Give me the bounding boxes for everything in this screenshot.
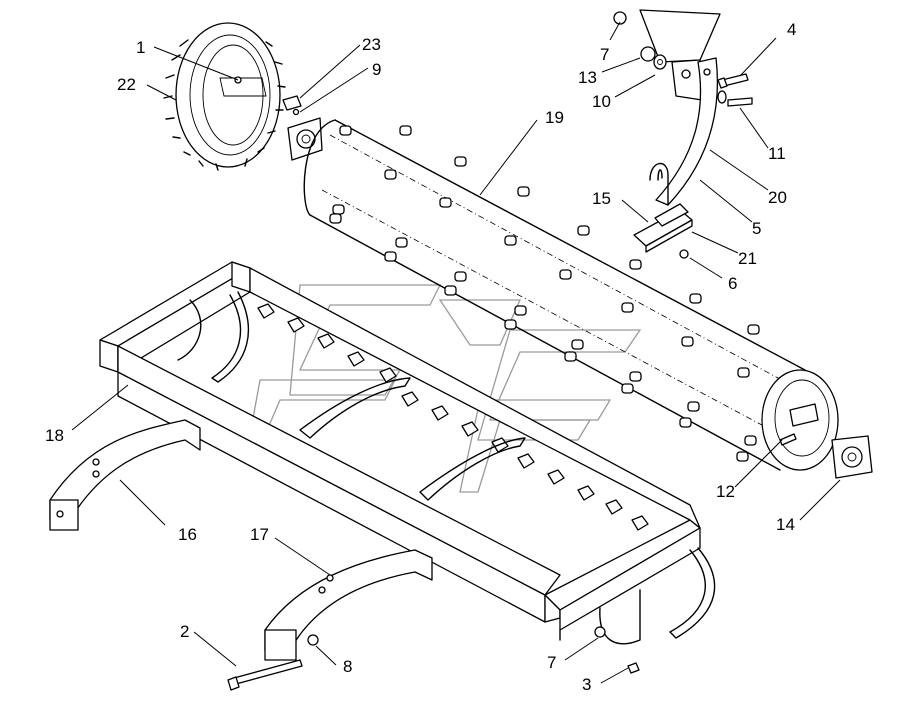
callout-22: 22 [117,75,136,94]
callout-9: 9 [372,60,381,79]
washer-10 [653,54,667,70]
callout-17: 17 [250,525,269,544]
callout-12: 12 [716,482,735,501]
callout-14: 14 [776,515,795,534]
callout-16: 16 [178,525,197,544]
callout-3: 3 [582,675,591,694]
callout-19: 19 [545,108,564,127]
frame-tines [177,291,716,639]
callout-15: 15 [592,189,611,208]
nut-13 [640,46,656,62]
bolt-4 [717,73,749,89]
callout-labels: 1 22 23 9 7 13 10 4 11 20 5 21 6 19 15 1… [45,20,796,694]
right-bracket [264,549,433,661]
callout-7-top: 7 [600,45,609,64]
callout-4: 4 [787,20,796,39]
callout-20: 20 [768,188,787,207]
callout-11: 11 [768,144,786,163]
bolt-2 [227,659,303,691]
u-bolt [649,162,669,206]
nut-7-lower [594,626,606,638]
nut-7-upper [613,11,627,25]
main-frame [99,261,701,645]
drum-studs [329,125,760,462]
callout-13: 13 [578,68,597,87]
mounting-arm [639,9,721,206]
side-wheel [163,22,286,171]
leader-lines [71,21,841,684]
callout-18: 18 [45,426,64,445]
callout-23: 23 [362,35,381,54]
nut-6 [679,249,689,259]
callout-2: 2 [180,622,189,641]
roller-drum [303,119,806,471]
drum-end-disc [761,369,839,471]
callout-10: 10 [592,92,611,111]
clamp-plate [633,203,693,253]
left-bearing-flange [282,95,323,161]
callout-5: 5 [752,219,761,238]
callout-8: 8 [343,657,352,676]
bolt-3 [627,662,640,674]
callout-1: 1 [136,38,145,57]
callout-7-bottom: 7 [547,653,556,672]
bolt-11 [717,90,753,107]
callout-21: 21 [738,249,757,268]
nut-8 [307,634,319,646]
right-bearing-flange [831,435,873,479]
left-bracket [49,419,201,531]
callout-6: 6 [728,274,737,293]
